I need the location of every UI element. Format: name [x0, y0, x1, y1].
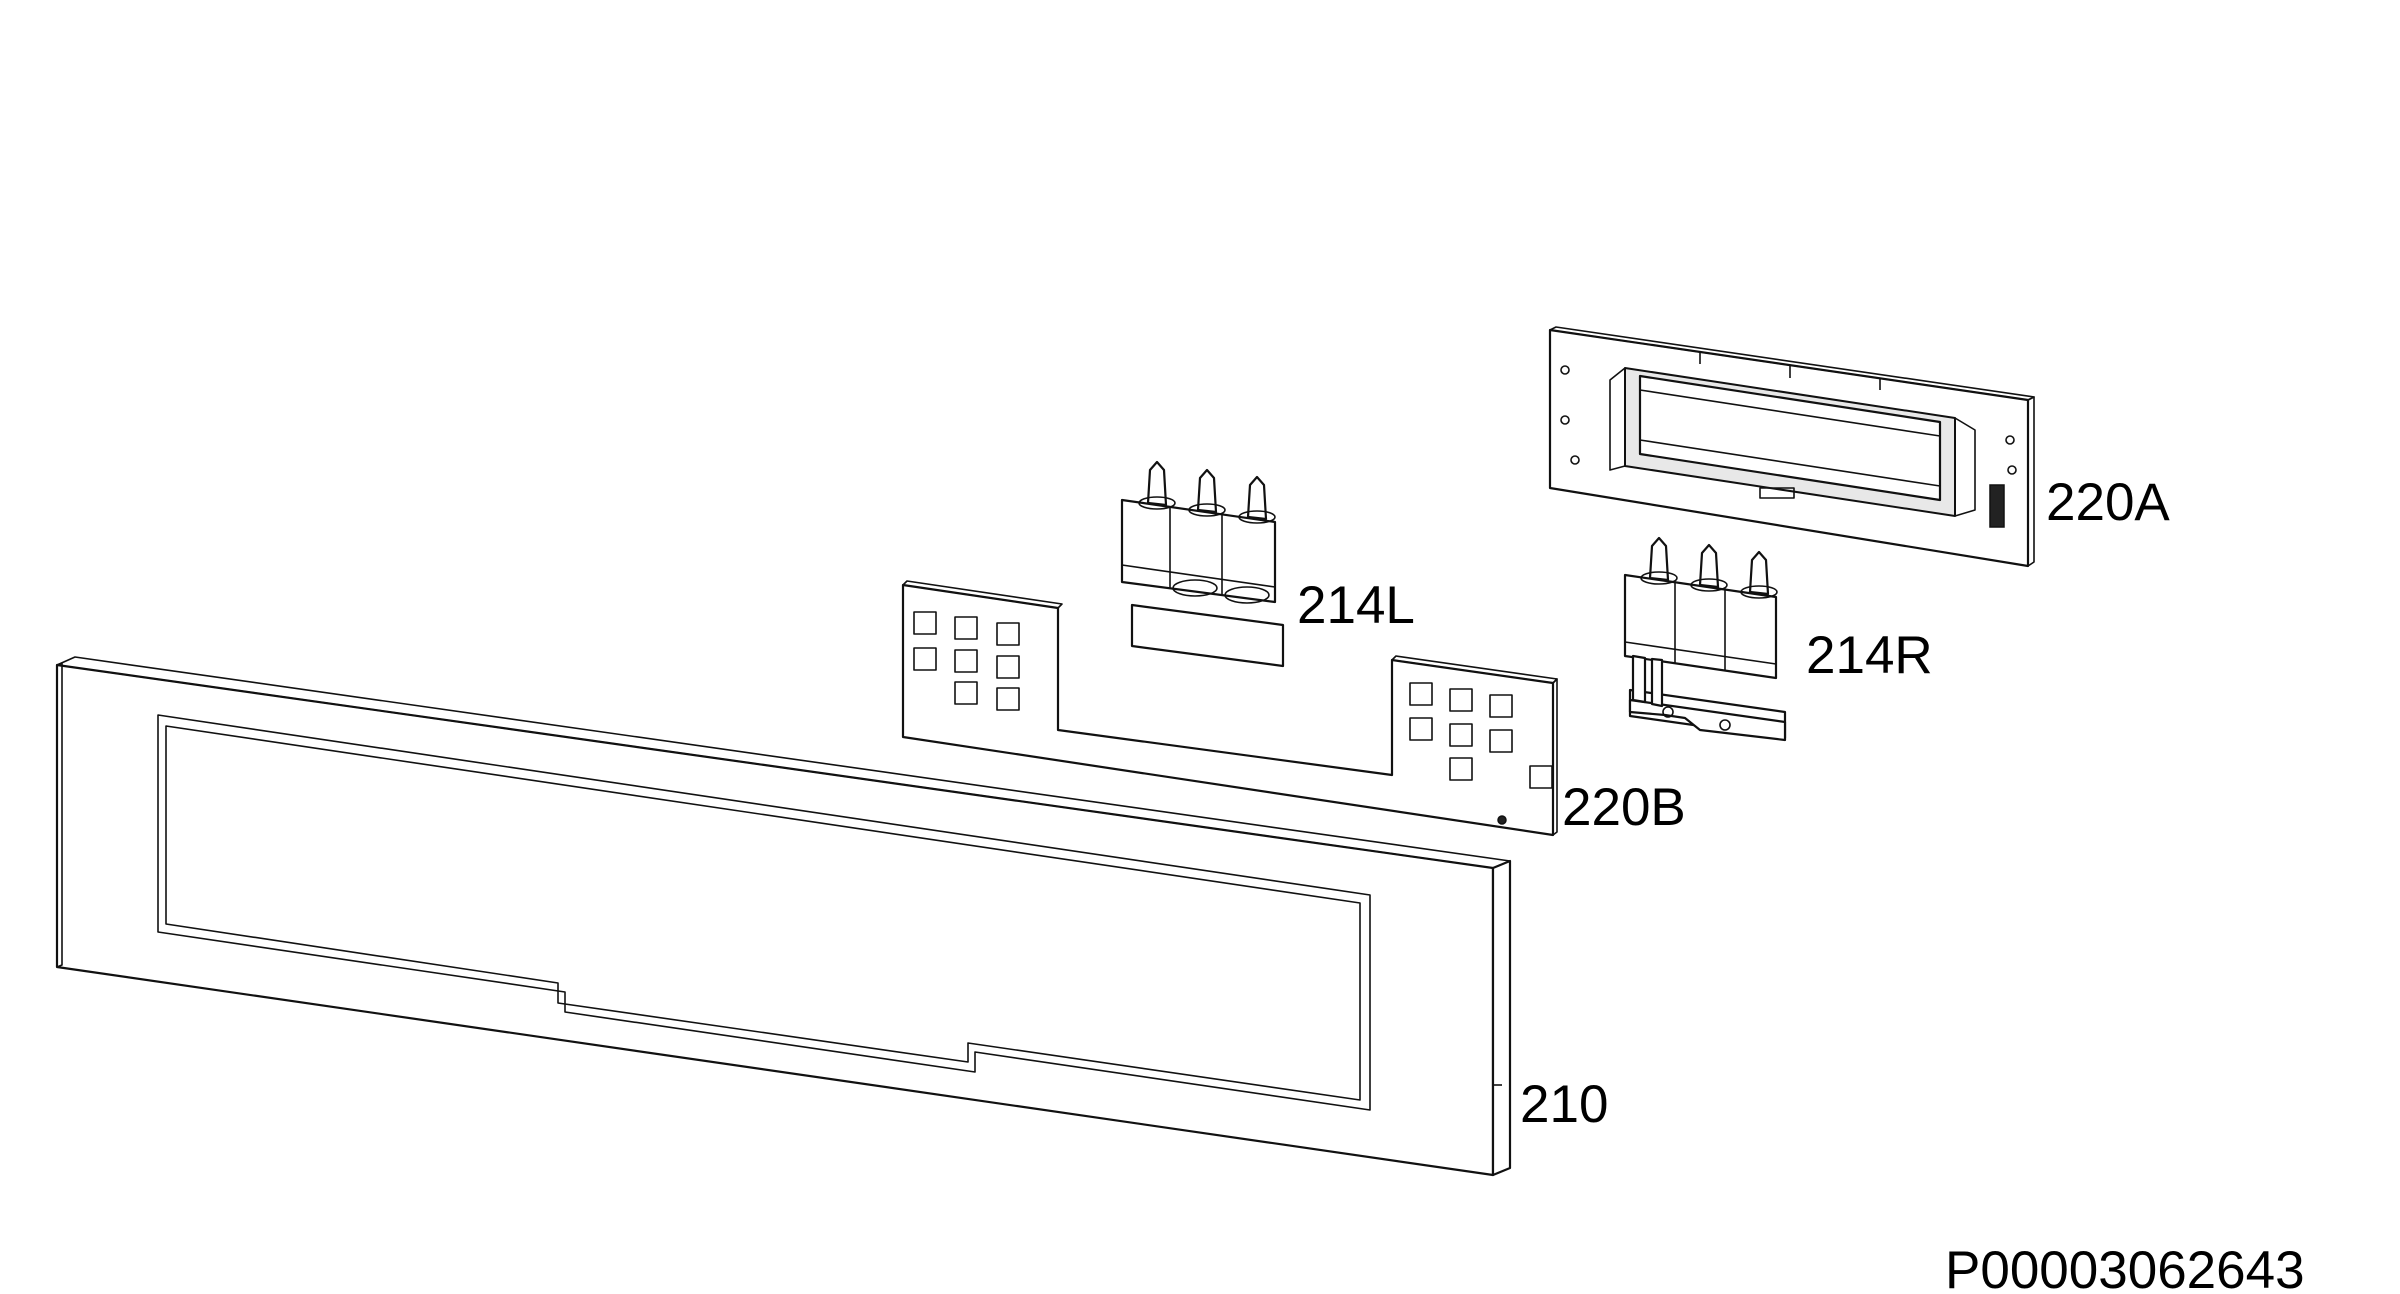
label-214L: 214L — [1297, 576, 1415, 635]
left-keypad-grid — [913, 611, 1020, 711]
part-210-front-panel[interactable] — [55, 656, 1512, 1177]
part-220A-control-board[interactable] — [1548, 326, 2035, 568]
right-keypad-grid — [1409, 682, 1553, 789]
label-214R: 214R — [1806, 626, 1933, 685]
label-210: 210 — [1520, 1075, 1608, 1134]
label-220B: 220B — [1562, 778, 1686, 837]
label-220A: 220A — [2046, 473, 2170, 532]
part-214L-button-carrier[interactable] — [1120, 460, 1285, 668]
part-220B-keypad-overlay[interactable] — [901, 580, 1558, 837]
diagram-code: P00003062643 — [1945, 1241, 2305, 1294]
part-214R-button-carrier[interactable] — [1623, 536, 1787, 742]
